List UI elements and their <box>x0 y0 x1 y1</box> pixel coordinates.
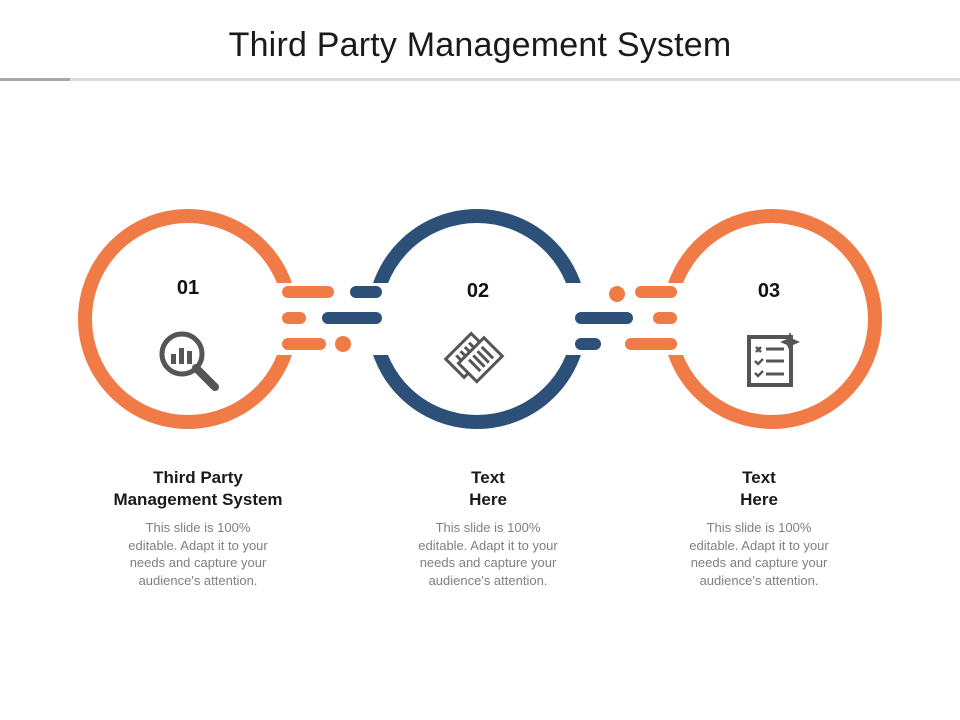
step-2-number: 02 <box>466 280 490 302</box>
step-1-number: 01 <box>176 277 200 299</box>
step-2-heading: Text Here <box>469 468 507 509</box>
title-divider-accent <box>0 78 70 81</box>
title-divider <box>0 78 960 81</box>
step-1-heading: Third Party Management System <box>113 468 283 509</box>
step-3-number: 03 <box>757 280 781 302</box>
step-2-caption: Text Here This slide is 100% editable. A… <box>378 467 598 589</box>
connector-2-3 <box>575 286 677 350</box>
step-1-caption: Third Party Management System This slide… <box>88 467 308 589</box>
step-3-description: This slide is 100% editable. Adapt it to… <box>689 520 829 588</box>
step-3-heading: Text Here <box>740 468 778 509</box>
step-1-description: This slide is 100% editable. Adapt it to… <box>128 520 268 588</box>
documents-icon <box>440 325 510 395</box>
connector-1-2 <box>282 286 382 352</box>
magnifier-chart-icon <box>155 327 225 397</box>
page-title: Third Party Management System <box>228 26 732 64</box>
step-2-description: This slide is 100% editable. Adapt it to… <box>418 520 558 588</box>
step-3-caption: Text Here This slide is 100% editable. A… <box>649 467 869 589</box>
checklist-icon <box>740 328 810 398</box>
